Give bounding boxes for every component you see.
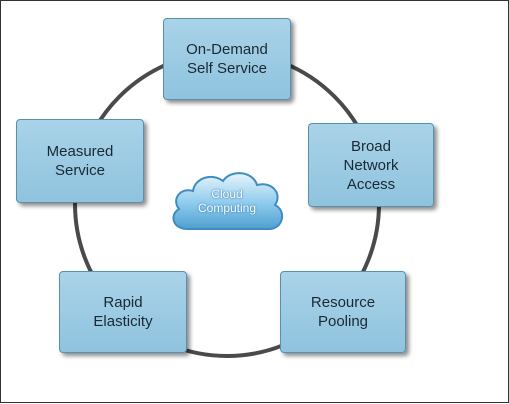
node-measured-service: Measured Service — [16, 119, 144, 203]
node-resource-pooling: Resource Pooling — [280, 271, 406, 353]
cloud-icon — [172, 172, 284, 230]
center-cloud-label: Cloud Computing — [197, 187, 257, 215]
node-broad-network-access: Broad Network Access — [308, 123, 434, 207]
center-cloud: Cloud Computing — [165, 167, 289, 245]
node-rapid-elasticity: Rapid Elasticity — [59, 271, 187, 353]
node-on-demand-self-service: On-Demand Self Service — [163, 18, 291, 100]
